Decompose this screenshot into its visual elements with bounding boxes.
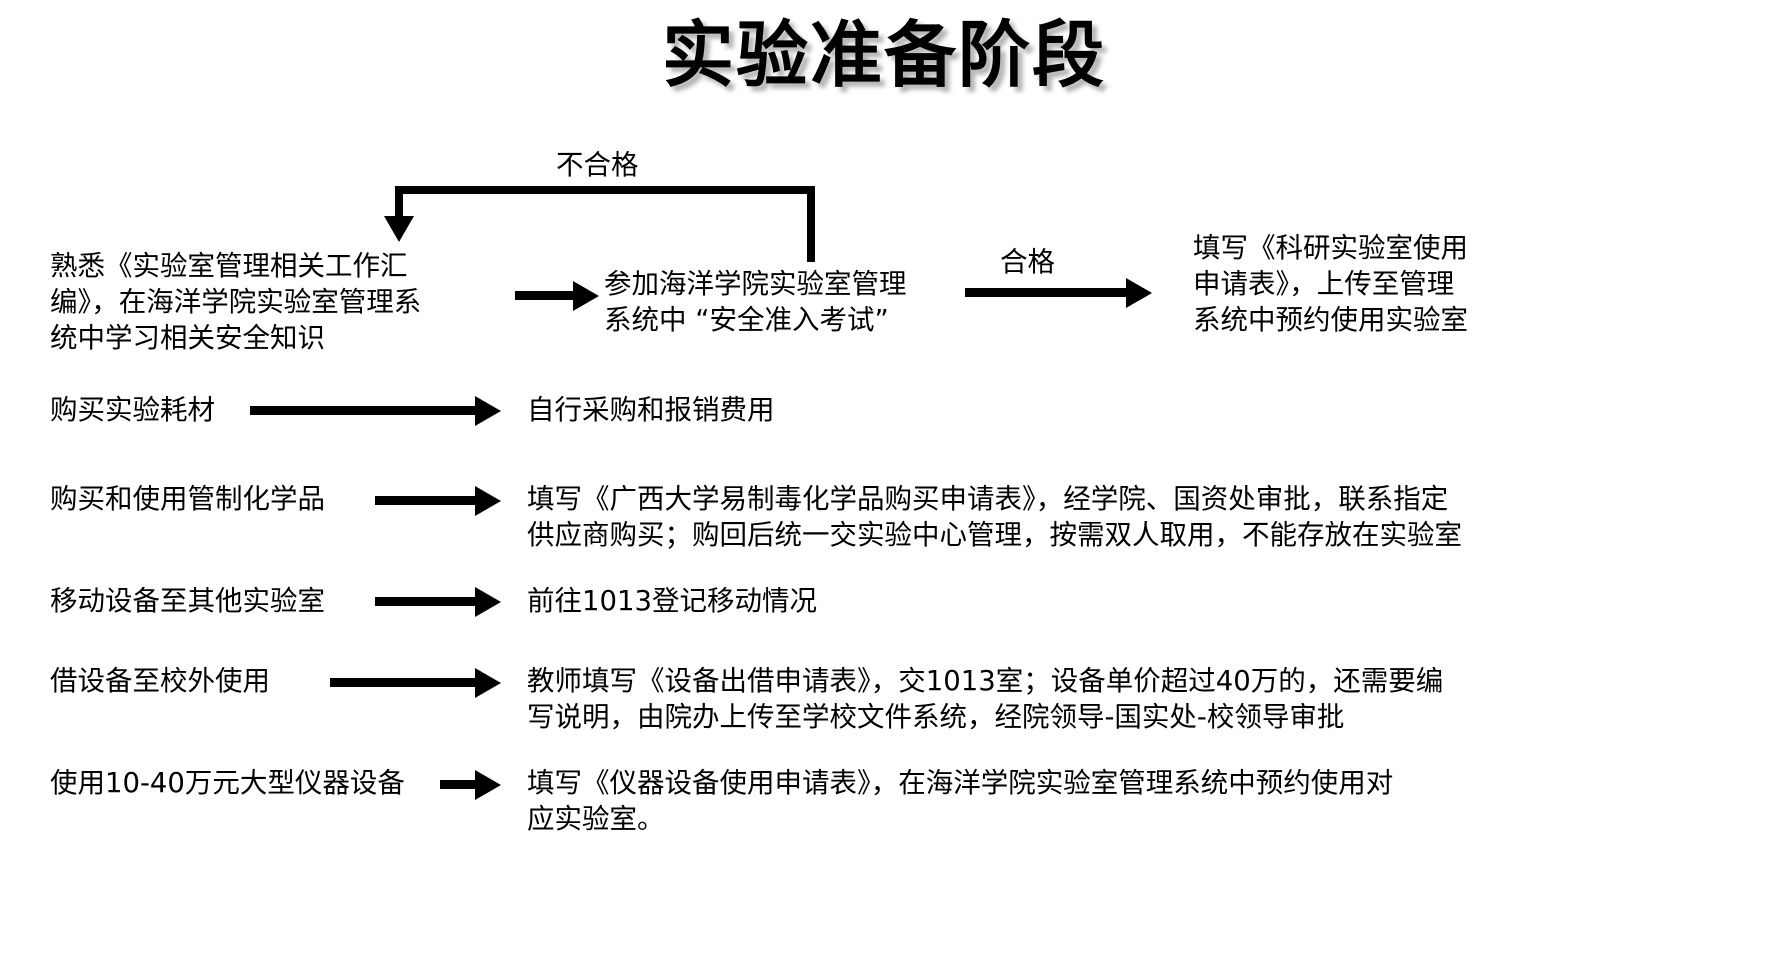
feedback-loop-right-segment: [807, 186, 815, 262]
pass-label: 合格: [1000, 246, 1055, 278]
fail-label: 不合格: [556, 149, 639, 181]
arrow-learn-to-exam-head: [573, 281, 599, 311]
row-1-arrow-shaft: [375, 496, 478, 505]
step-learn-text: 熟悉《实验室管理相关工作汇 编》，在海洋学院实验室管理系 统中学习相关安全知识: [50, 250, 422, 354]
row-4-action: 填写《仪器设备使用申请表》，在海洋学院实验室管理系统中预约使用对 应实验室。: [527, 767, 1394, 835]
feedback-loop-horizontal-segment: [395, 186, 815, 194]
row-4-task: 使用10-40万元大型仪器设备: [50, 767, 405, 799]
arrow-learn-to-exam-shaft: [515, 291, 577, 300]
row-2-arrow-head: [475, 587, 501, 617]
row-2-task: 移动设备至其他实验室: [50, 585, 325, 617]
feedback-loop-arrowhead: [384, 216, 414, 242]
arrow-exam-to-apply-head: [1126, 278, 1152, 308]
row-4-arrow-head: [475, 770, 501, 800]
arrow-exam-to-apply-shaft: [965, 288, 1130, 297]
row-2-action: 前往1013登记移动情况: [527, 585, 817, 617]
row-1-task: 购买和使用管制化学品: [50, 483, 325, 515]
feedback-loop-left-segment: [395, 186, 403, 222]
page-title: 实验准备阶段: [661, 13, 1106, 97]
row-4-arrow-shaft: [440, 780, 478, 789]
row-0-arrow-head: [475, 396, 501, 426]
row-0-action: 自行采购和报销费用: [527, 394, 775, 426]
step-exam-text: 参加海洋学院实验室管理 系统中 “安全准入考试”: [604, 268, 907, 336]
row-1-action: 填写《广西大学易制毒化学品购买申请表》，经学院、国资处审批，联系指定 供应商购买…: [527, 483, 1462, 551]
row-3-action: 教师填写《设备出借申请表》，交1013室；设备单价超过40万的，还需要编 写说明…: [527, 665, 1444, 733]
row-3-arrow-head: [475, 668, 501, 698]
row-3-arrow-shaft: [330, 678, 478, 687]
row-0-task: 购买实验耗材: [50, 394, 215, 426]
row-3-task: 借设备至校外使用: [50, 665, 270, 697]
row-1-arrow-head: [475, 486, 501, 516]
row-0-arrow-shaft: [250, 406, 478, 415]
row-2-arrow-shaft: [375, 597, 478, 606]
step-apply-text: 填写《科研实验室使用 申请表》，上传至管理 系统中预约使用实验室: [1193, 232, 1468, 336]
